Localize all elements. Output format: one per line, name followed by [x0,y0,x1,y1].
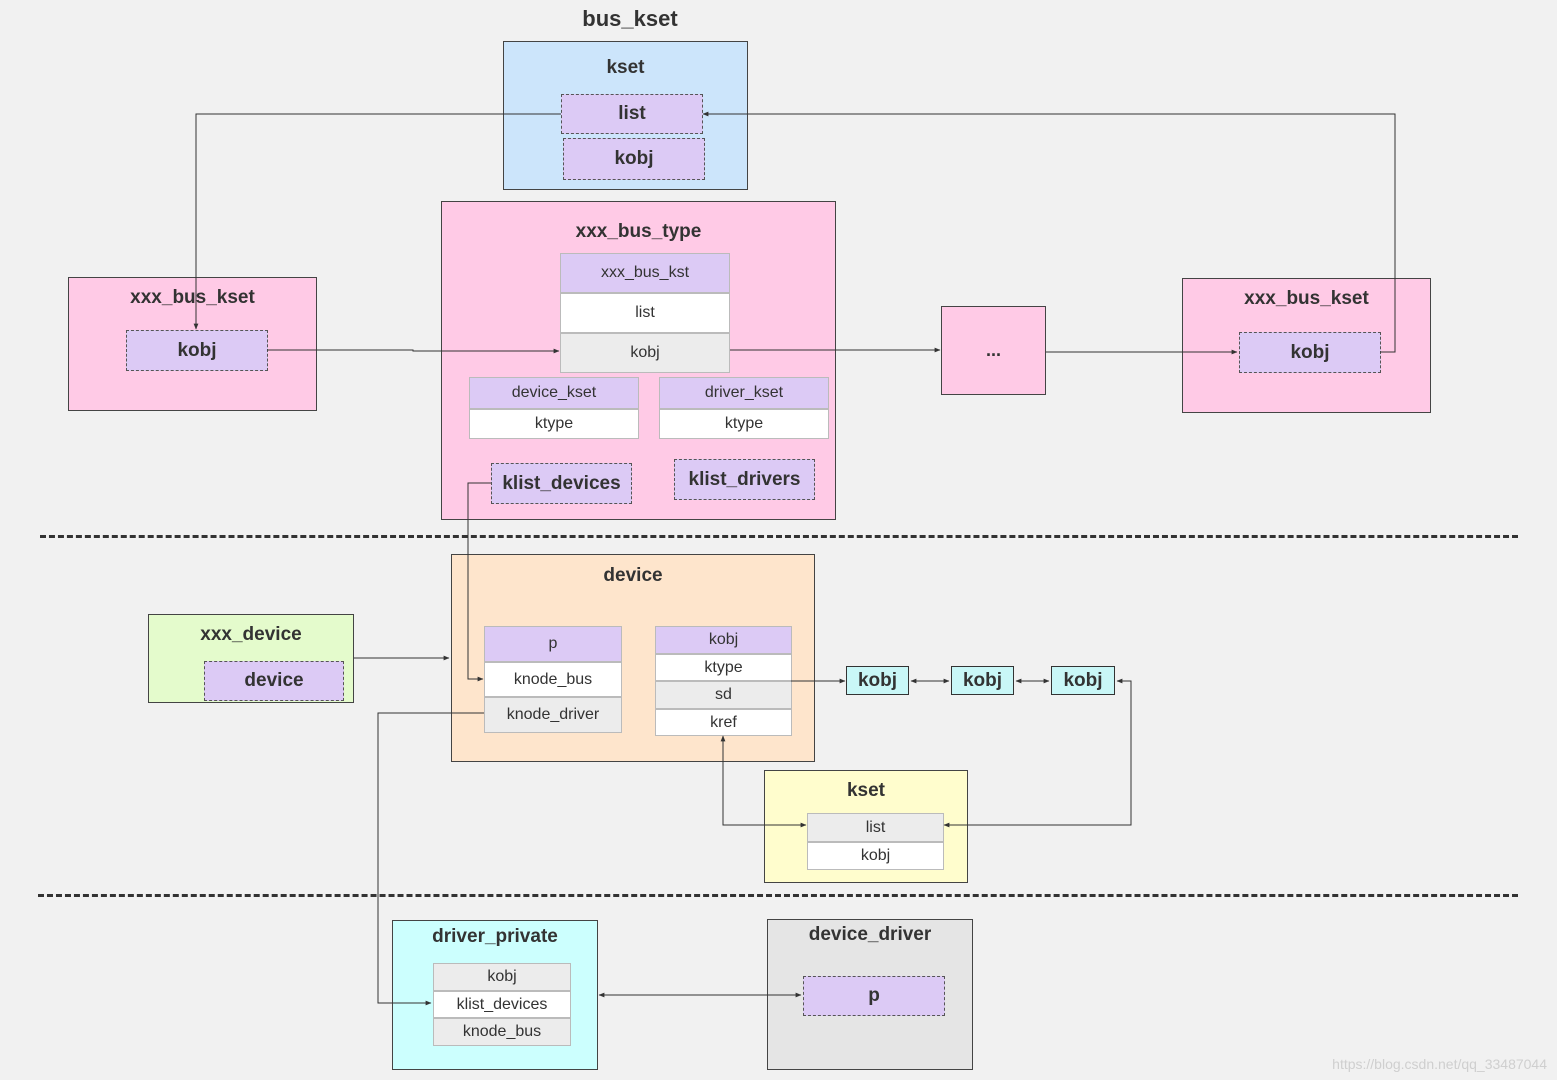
klist-drivers-field[interactable]: klist_drivers [674,459,815,500]
right-bus-kset-box[interactable]: xxx_bus_kset kobj [1182,278,1431,413]
kobj-chain-2[interactable]: kobj [951,666,1014,695]
separator-bottom [38,894,1518,897]
separator-top [40,535,1518,538]
driver-private-box[interactable]: driver_private kobj klist_devices knode_… [392,920,598,1070]
device-kset-title: kset [846,780,886,801]
xxx-device-device[interactable]: device [204,661,344,701]
device-knode-driver[interactable]: knode_driver [484,697,622,733]
driver-private-kobj[interactable]: kobj [433,963,571,991]
right-bus-kset-kobj[interactable]: kobj [1239,332,1381,373]
left-bus-kset-kobj[interactable]: kobj [126,330,268,371]
page-title: bus_kset [582,6,678,31]
device-driver-p[interactable]: p [803,976,945,1016]
bus-type-kobj[interactable]: kobj [560,333,730,373]
kobj-chain-3[interactable]: kobj [1051,666,1115,695]
driver-kset-ktype[interactable]: ktype [659,409,829,439]
bus-kset-kobj[interactable]: kobj [563,138,705,180]
device-title: device [603,565,663,586]
device-sd[interactable]: sd [655,681,792,709]
right-bus-kset-title: xxx_bus_kset [1244,288,1369,309]
bus-kset-list[interactable]: list [561,94,703,134]
bus-type-box[interactable]: xxx_bus_type xxx_bus_kst list kobj devic… [441,201,836,520]
xxx-device-title: xxx_device [200,624,302,645]
device-ktype[interactable]: ktype [655,654,792,681]
watermark: https://blog.csdn.net/qq_33487044 [1332,1056,1547,1072]
klist-devices-field[interactable]: klist_devices [491,463,632,504]
device-kset-kobj[interactable]: kobj [807,842,944,870]
bus-type-kst[interactable]: xxx_bus_kst [560,253,730,293]
ellipsis-box[interactable]: ... [941,306,1046,395]
driver-private-title: driver_private [432,926,558,947]
device-knode-bus[interactable]: knode_bus [484,662,622,697]
device-kobj[interactable]: kobj [655,626,792,654]
device-p[interactable]: p [484,626,622,662]
wire-kobj-chain-to-kset-list [943,678,1132,828]
device-driver-box[interactable]: device_driver p [767,919,973,1070]
device-kset-box[interactable]: kset list kobj [764,770,968,883]
bus-kset-box[interactable]: kset list kobj [503,41,748,190]
driver-private-klist-devices[interactable]: klist_devices [433,991,571,1018]
device-kref[interactable]: kref [655,709,792,736]
left-bus-kset-title: xxx_bus_kset [130,287,255,308]
bus-kset-title: kset [606,57,645,78]
xxx-device-box[interactable]: xxx_device device [148,614,354,703]
ellipsis-label: ... [985,340,1001,360]
bus-type-title: xxx_bus_type [575,221,702,242]
bus-type-list[interactable]: list [560,293,730,333]
device-kset-list[interactable]: list [807,813,944,842]
driver-kset-field[interactable]: driver_kset [659,377,829,409]
kobj-chain-1[interactable]: kobj [846,666,909,695]
device-box[interactable]: device p knode_bus knode_driver kobj kty… [451,554,815,762]
driver-private-knode-bus[interactable]: knode_bus [433,1018,571,1046]
left-bus-kset-box[interactable]: xxx_bus_kset kobj [68,277,317,411]
device-driver-title: device_driver [808,924,932,945]
device-kset-field[interactable]: device_kset [469,377,639,409]
device-kset-ktype[interactable]: ktype [469,409,639,439]
